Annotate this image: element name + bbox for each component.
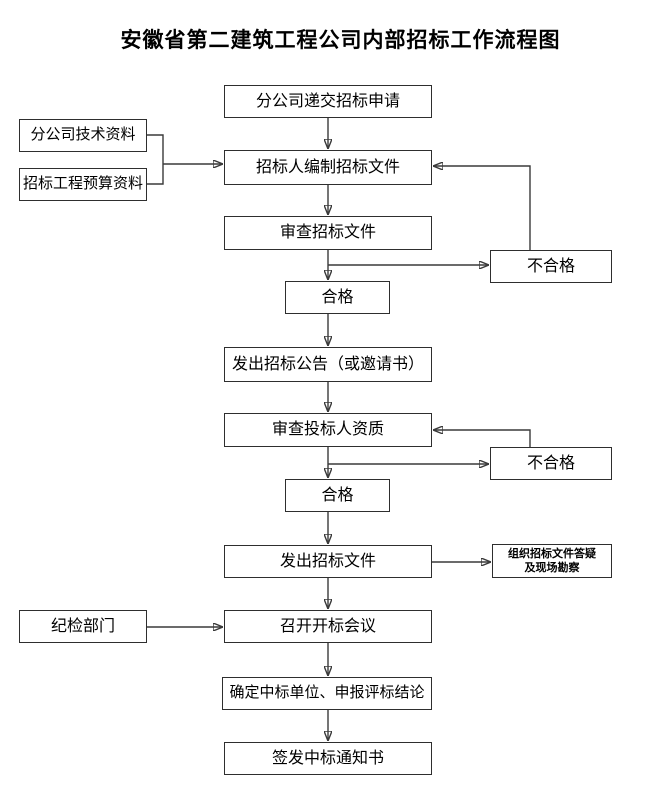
node-review-bid-documents: 审查招标文件 (224, 216, 432, 250)
page-title: 安徽省第二建筑工程公司内部招标工作流程图 (120, 29, 561, 52)
node-review-bidder-qualification: 审查投标人资质 (224, 413, 432, 447)
node-award-notice: 签发中标通知书 (224, 742, 432, 775)
node-unqualified-1: 不合格 (490, 250, 612, 283)
connector-inputs-bracket (147, 134, 164, 185)
node-determine-winner: 确定中标单位、申报评标结论 (222, 677, 432, 710)
node-submit-application: 分公司递交招标申请 (224, 85, 432, 118)
node-discipline-inspection-dept: 纪检部门 (19, 610, 147, 643)
node-qualified-2: 合格 (285, 479, 390, 512)
node-prepare-bid-documents: 招标人编制招标文件 (224, 150, 432, 185)
connector-unqualified2-feedback (433, 430, 531, 447)
node-issue-bid-documents: 发出招标文件 (224, 545, 432, 578)
node-issue-announcement: 发出招标公告（或邀请书） (224, 347, 432, 382)
connector-unqualified1-feedback (433, 166, 531, 250)
qa-site-survey-line2: 及现场勘察 (524, 562, 580, 574)
node-unqualified-2: 不合格 (490, 447, 612, 480)
node-tech-info: 分公司技术资料 (19, 119, 147, 152)
node-bid-opening-meeting: 召开开标会议 (224, 610, 432, 643)
qa-site-survey-line1: 组织招标文件答疑 (508, 548, 596, 560)
node-qa-site-survey: 组织招标文件答疑 及现场勘察 (492, 544, 612, 578)
node-budget-info: 招标工程预算资料 (19, 168, 147, 201)
node-qualified-1: 合格 (285, 281, 390, 314)
